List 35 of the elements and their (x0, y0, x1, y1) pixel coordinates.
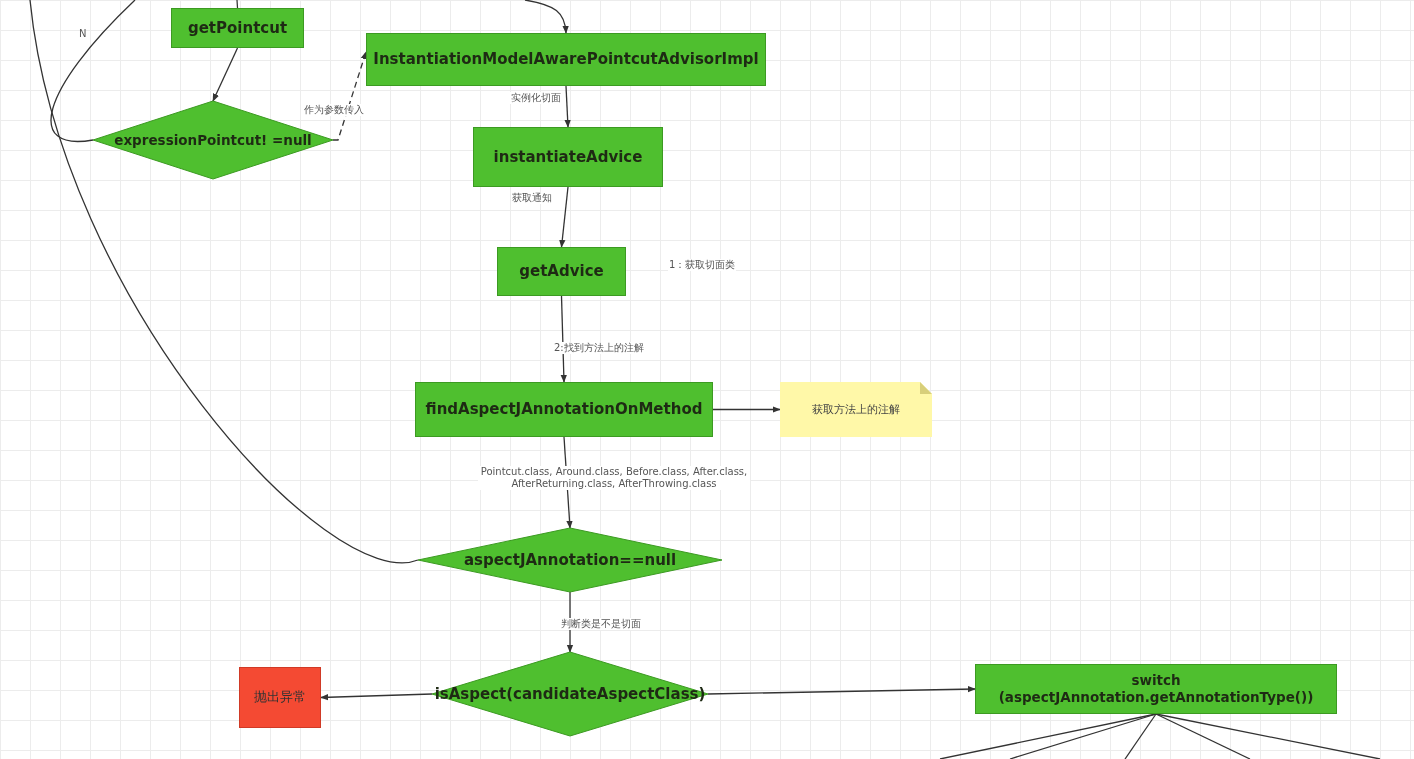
process-box: getPointcut (171, 8, 304, 48)
connector-line (1124, 713, 1157, 759)
decision-diamond: isAspect(candidateAspectClass) (432, 652, 708, 736)
process-box: instantiateAdvice (473, 127, 663, 187)
arrow (564, 85, 571, 128)
process-box: switch (aspectJAnnotation.getAnnotationType()) (975, 664, 1337, 714)
edge-label: Pointcut.class, Around.class, Before.class, After.class, AfterReturning.class, AfterThrowing.class (478, 466, 750, 490)
edge-label: 作为参数传入 (303, 104, 365, 116)
connector-line (1155, 713, 1251, 759)
edge-label: 实例化切面 (510, 92, 562, 104)
connector-line (236, 0, 239, 9)
connector-line (1009, 713, 1157, 759)
arrow (332, 51, 367, 141)
edge-label: 2:找到方法上的注解 (553, 342, 645, 354)
arrow (712, 406, 781, 413)
arrow (707, 685, 976, 695)
process-box: getAdvice (497, 247, 626, 296)
process-box: findAspectJAnnotationOnMethod (415, 382, 713, 437)
error-box: 抛出异常 (239, 667, 321, 728)
connector-line (50, 0, 136, 143)
arrow (524, 0, 569, 34)
process-box: InstantiationModelAwarePointcutAdvisorImpl (366, 33, 766, 86)
arrow (212, 47, 239, 102)
arrow (559, 186, 569, 248)
sticky-note: 获取方法上的注解 (780, 382, 932, 437)
decision-diamond: aspectJAnnotation==null (418, 528, 722, 592)
connector-line (29, 0, 419, 563)
arrow (560, 295, 567, 383)
arrow (320, 693, 433, 701)
annotation-text: 1：获取切面类 (668, 259, 737, 271)
edge-label: 判断类是不是切面 (560, 618, 642, 630)
connector-line (1155, 713, 1381, 759)
edge-label: N (78, 28, 88, 40)
arrow (566, 591, 574, 653)
edge-label: 获取通知 (511, 192, 553, 204)
